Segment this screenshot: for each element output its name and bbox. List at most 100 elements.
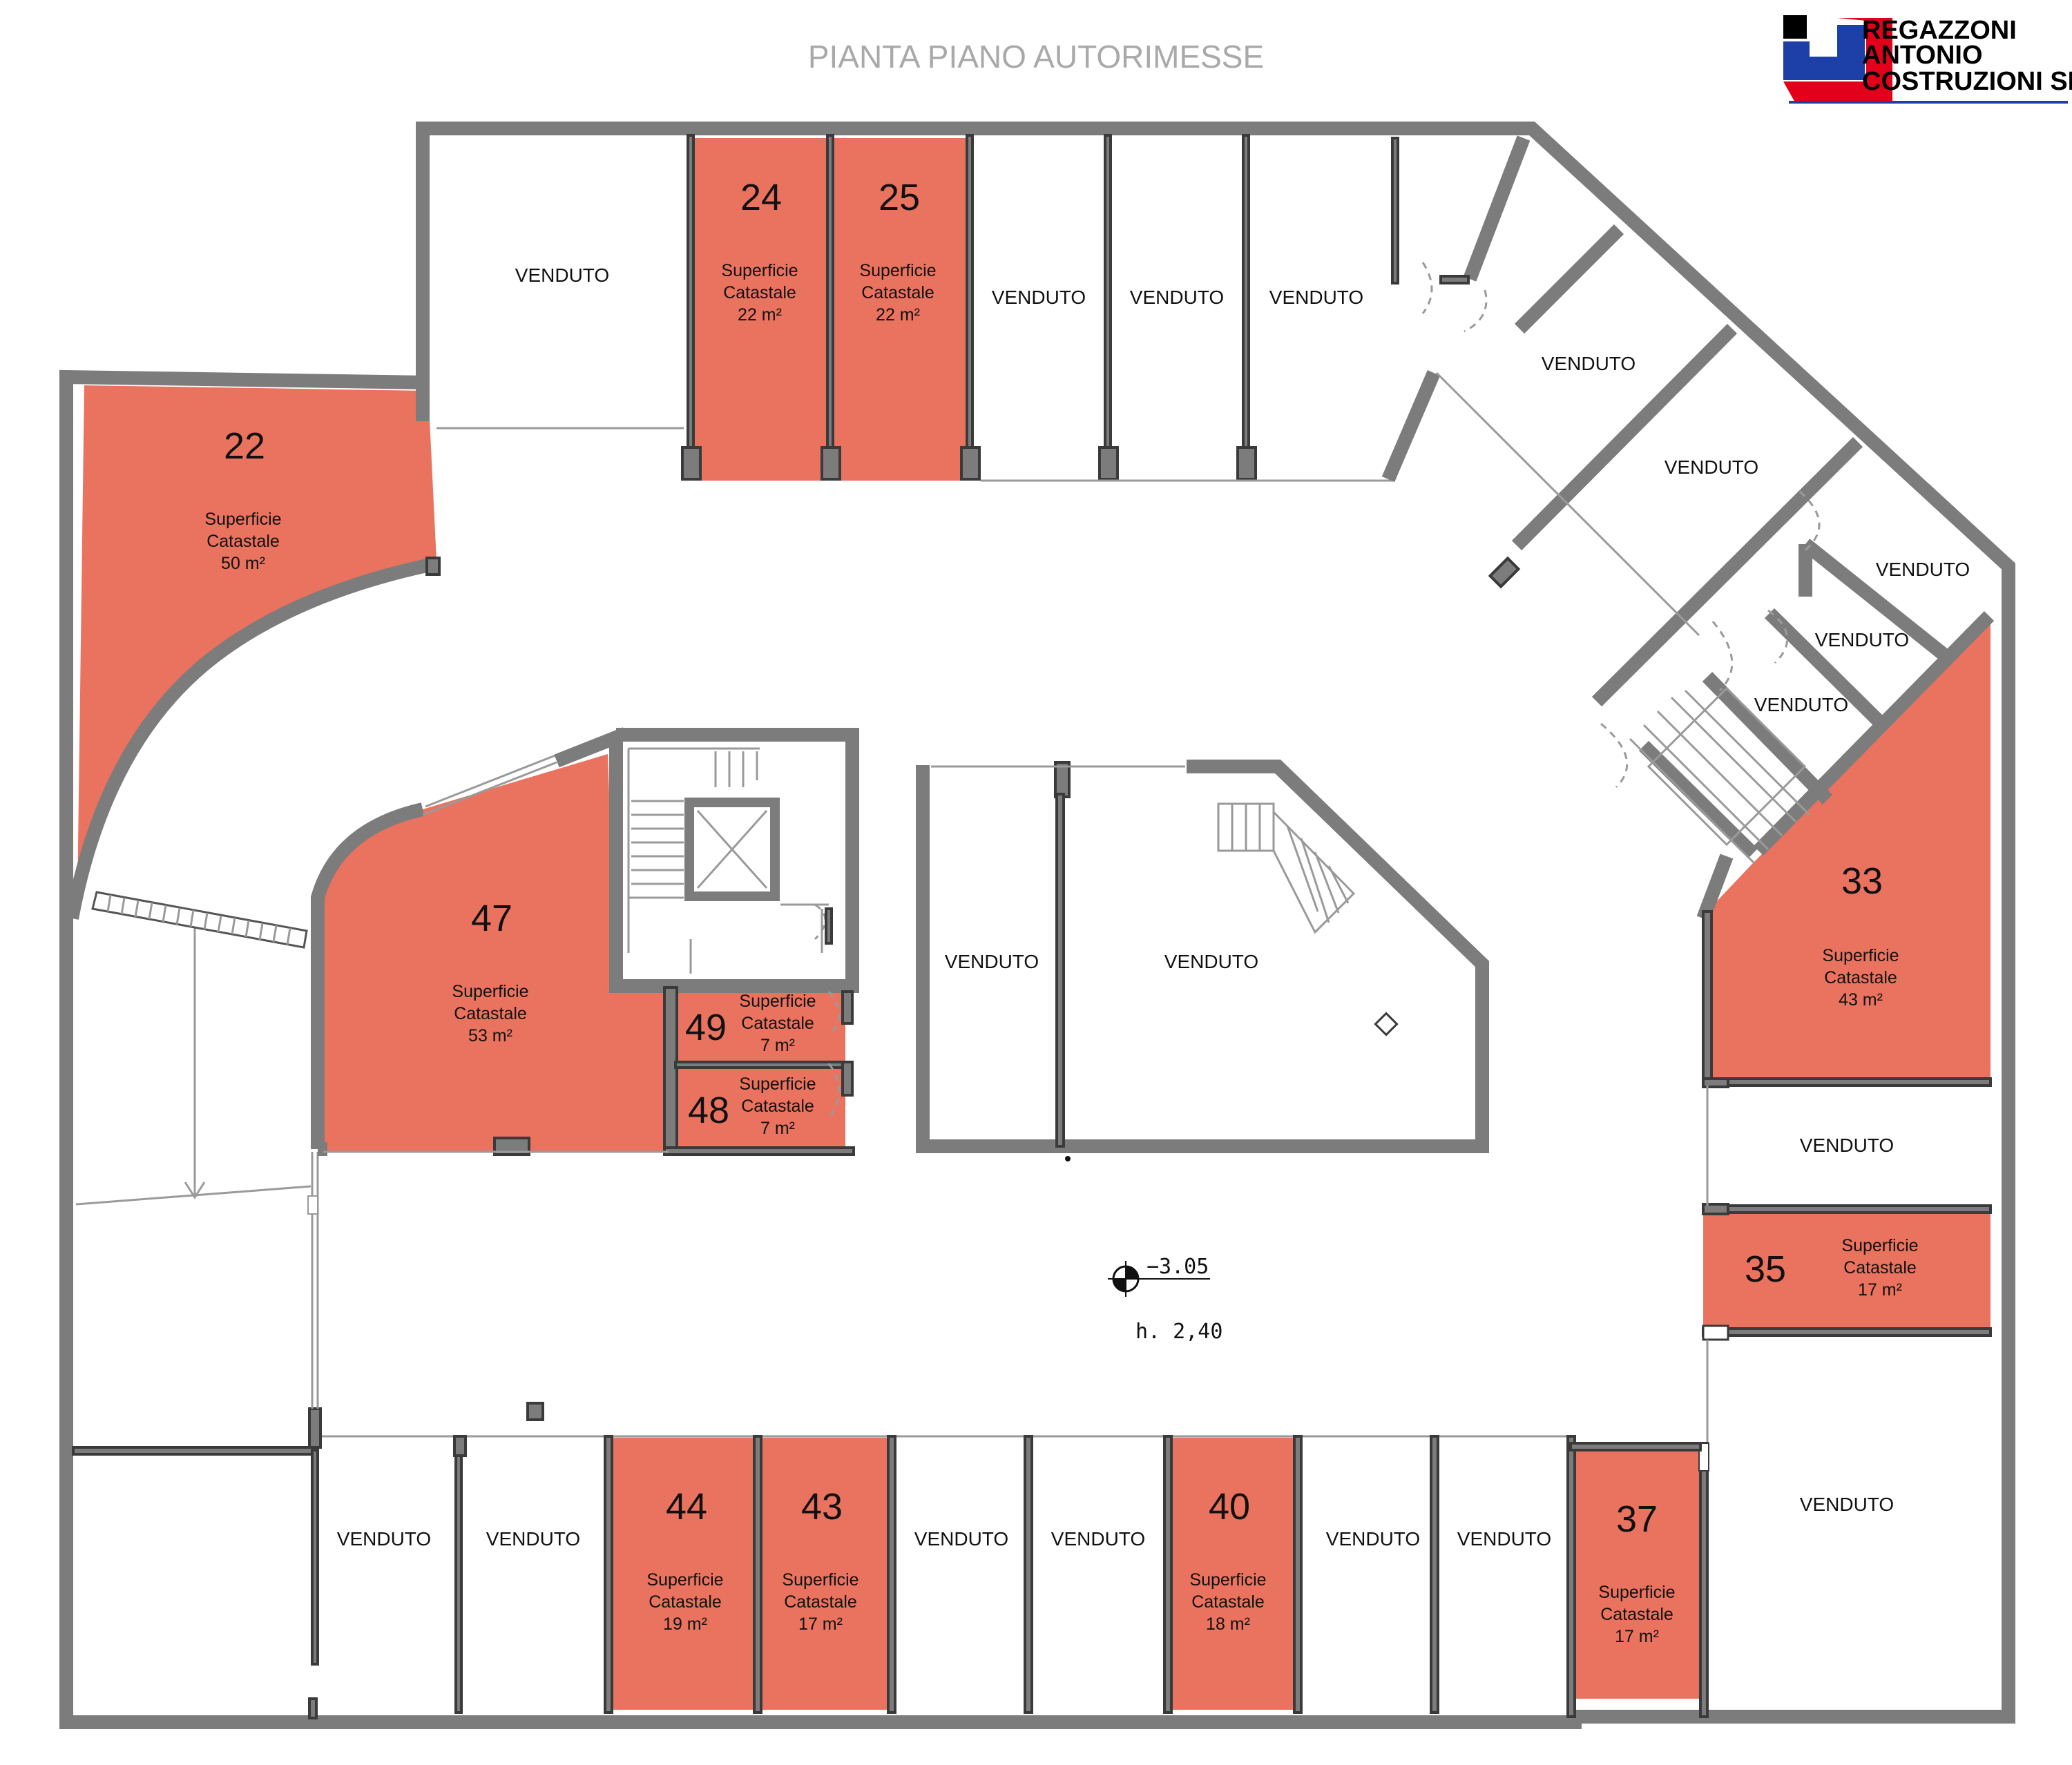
unit-47-label1: Superficie (452, 982, 528, 1001)
unit-44-label1: Superficie (646, 1570, 723, 1590)
unit-22-label2: Catastale (207, 532, 280, 551)
sold-label: VENDUTO (945, 951, 1039, 972)
sold-label: VENDUTO (337, 1528, 431, 1550)
logo-underline (1789, 101, 2068, 104)
ramp-area (75, 891, 319, 1409)
sold-label: VENDUTO (1876, 559, 1970, 580)
unit-48-number: 48 (688, 1090, 729, 1131)
level-marker (1108, 1261, 1210, 1297)
sold-label: VENDUTO (1051, 1528, 1145, 1550)
logo-line2: ANTONIO (1862, 41, 1983, 70)
sold-label: VENDUTO (1800, 1494, 1894, 1515)
unit-43-label2: Catastale (784, 1592, 857, 1612)
logo-line1: REGAZZONI (1862, 16, 2017, 45)
unit-37-area-value: 17 m² (1615, 1627, 1659, 1646)
ramp-grate (91, 891, 308, 949)
unit-47-area-value: 53 m² (468, 1026, 512, 1045)
wall-22-stub (425, 557, 441, 576)
unit-40-area-value: 18 m² (1206, 1614, 1250, 1634)
company-logo: REGAZZONI ANTONIO COSTRUZIONI SRL (1783, 15, 2072, 104)
right-column-walls (1698, 910, 1992, 1718)
unit-48-label2: Catastale (741, 1097, 814, 1116)
central-block-walls (916, 760, 1489, 1161)
bottom-bay-walls (72, 1402, 1702, 1719)
sold-label: VENDUTO (486, 1528, 580, 1550)
stair-core-walls (311, 727, 859, 1156)
unit-40-label1: Superficie (1189, 1570, 1266, 1590)
unit-43-area-value: 17 m² (798, 1614, 843, 1634)
ceiling-height: h. 2,40 (1135, 1320, 1222, 1344)
unit-44-area (611, 1438, 754, 1710)
unit-40-area (1170, 1438, 1294, 1710)
unit-37-label1: Superficie (1598, 1583, 1675, 1602)
unit-25-area-value: 22 m² (876, 305, 920, 325)
unit-49-number: 49 (685, 1007, 727, 1048)
unit-37-area (1575, 1447, 1700, 1699)
top-bay-walls (437, 134, 1531, 482)
unit-49-label1: Superficie (739, 992, 816, 1011)
unit-43-area (760, 1438, 888, 1710)
curved-wall-22 (65, 557, 439, 920)
sold-label: VENDUTO (1164, 951, 1258, 972)
unit-44-area-value: 19 m² (663, 1614, 707, 1634)
plan-title: PIANTA PIANO AUTORIMESSE (808, 39, 1264, 75)
outer-walls (59, 122, 2015, 1729)
unit-37-label2: Catastale (1600, 1605, 1673, 1624)
logo-blue-shape (1783, 25, 1865, 80)
unit-44-number: 44 (666, 1486, 707, 1527)
unit-48-area-value: 7 m² (760, 1119, 795, 1138)
sold-label: VENDUTO (1754, 694, 1848, 715)
level-value: −3.05 (1147, 1255, 1209, 1279)
unit-22-number: 22 (224, 425, 265, 467)
unit-33-label1: Superficie (1822, 946, 1899, 965)
unit-48-label1: Superficie (739, 1074, 816, 1094)
unit-33-area-value: 43 m² (1839, 990, 1883, 1010)
unit-43-number: 43 (801, 1486, 843, 1527)
unit-44-label2: Catastale (649, 1592, 722, 1612)
sold-label: VENDUTO (914, 1528, 1008, 1550)
stair-right (1629, 686, 1811, 865)
unit-24-number: 24 (740, 177, 782, 218)
diagonal-wing-walls (1435, 224, 1995, 921)
unit-22-label1: Superficie (204, 510, 281, 529)
unit-37-number: 37 (1616, 1498, 1658, 1540)
sold-label: VENDUTO (1269, 287, 1363, 308)
unit-33-number: 33 (1841, 860, 1883, 902)
unit-49-area (675, 986, 845, 1062)
unit-22-area-value: 50 m² (221, 554, 265, 573)
unit-40-label2: Catastale (1191, 1592, 1265, 1612)
unit-25-number: 25 (879, 177, 920, 218)
sold-label: VENDUTO (1130, 287, 1224, 308)
sold-label: VENDUTO (1800, 1135, 1894, 1156)
unit-35-number: 35 (1745, 1248, 1786, 1290)
sold-label: VENDUTO (1665, 456, 1758, 478)
unit-22-area (77, 385, 437, 898)
unit-35-label2: Catastale (1843, 1258, 1917, 1277)
unit-47-number: 47 (471, 898, 512, 939)
unit-25-label2: Catastale (861, 283, 934, 302)
unit-47-area (318, 754, 669, 1152)
sold-label: VENDUTO (1542, 353, 1635, 374)
unit-40-number: 40 (1209, 1486, 1250, 1527)
unit-35-area (1703, 1213, 1991, 1329)
unit-24-area (693, 138, 828, 481)
unit-49-area-value: 7 m² (760, 1036, 795, 1055)
unit-48-area (675, 1068, 845, 1149)
unit-33-label2: Catastale (1824, 968, 1897, 987)
unit-43-label1: Superficie (782, 1570, 858, 1590)
unit-24-area-value: 22 m² (738, 305, 782, 325)
unit-35-area-value: 17 m² (1858, 1280, 1902, 1300)
logo-red-shape (1783, 18, 1892, 104)
sold-label: VENDUTO (1815, 629, 1909, 650)
sold-label: VENDUTO (1326, 1528, 1420, 1550)
unit-49-label2: Catastale (741, 1014, 814, 1033)
unit-25-label1: Superficie (859, 261, 936, 280)
unit-33-area (1703, 623, 1991, 1079)
logo-black-square (1783, 15, 1807, 39)
unit-35-label1: Superficie (1841, 1236, 1918, 1255)
sold-label: VENDUTO (992, 287, 1086, 308)
unit-47-label2: Catastale (454, 1004, 527, 1023)
sold-label: VENDUTO (1457, 1528, 1551, 1550)
logo-line3: COSTRUZIONI SRL (1862, 67, 2072, 96)
